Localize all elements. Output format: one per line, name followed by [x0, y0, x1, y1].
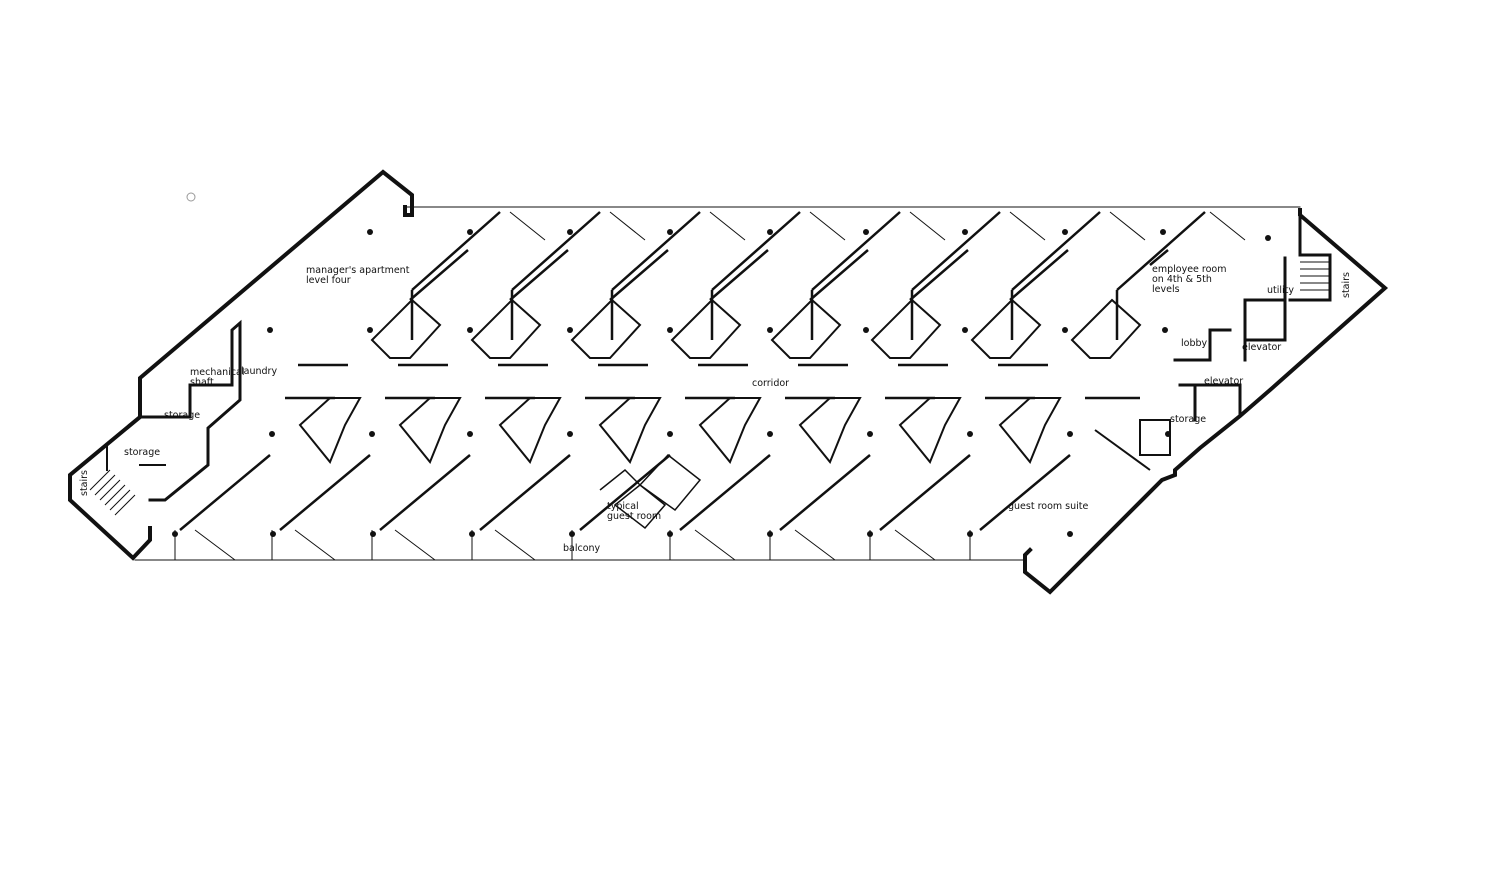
lobby-label: lobby: [1181, 338, 1208, 349]
storage-lower-label: storage: [124, 447, 161, 458]
laundry-label: laundry: [241, 366, 278, 377]
utility-label: utility: [1267, 285, 1295, 296]
guest-room-suite-label: guest room suite: [1008, 501, 1089, 512]
managers-apartment-label: manager's apartment level four: [306, 265, 410, 286]
left-shaft-walls: [138, 319, 242, 502]
corridor-label: corridor: [752, 378, 790, 389]
stairs-right-label: stairs: [1341, 272, 1352, 298]
right-core-walls: [1173, 213, 1332, 422]
mechanical-shaft-label: mechanical shaft: [190, 367, 245, 388]
storage-upper-label: storage: [164, 410, 201, 421]
left-end-wall: [68, 169, 414, 561]
elevator-lower-label: elevator: [1204, 376, 1244, 387]
elevator-upper-label: elevator: [1242, 342, 1282, 353]
balcony-label: balcony: [563, 543, 601, 554]
employee-room-label: employee room on 4th & 5th levels: [1152, 264, 1227, 295]
typical-guest-room-label: typical guest room: [607, 501, 662, 522]
storage-right-label: storage: [1170, 414, 1207, 425]
left-storage-walls: [105, 415, 166, 471]
stairs-left-label: stairs: [79, 470, 90, 496]
right-end-wall: [1023, 208, 1389, 595]
